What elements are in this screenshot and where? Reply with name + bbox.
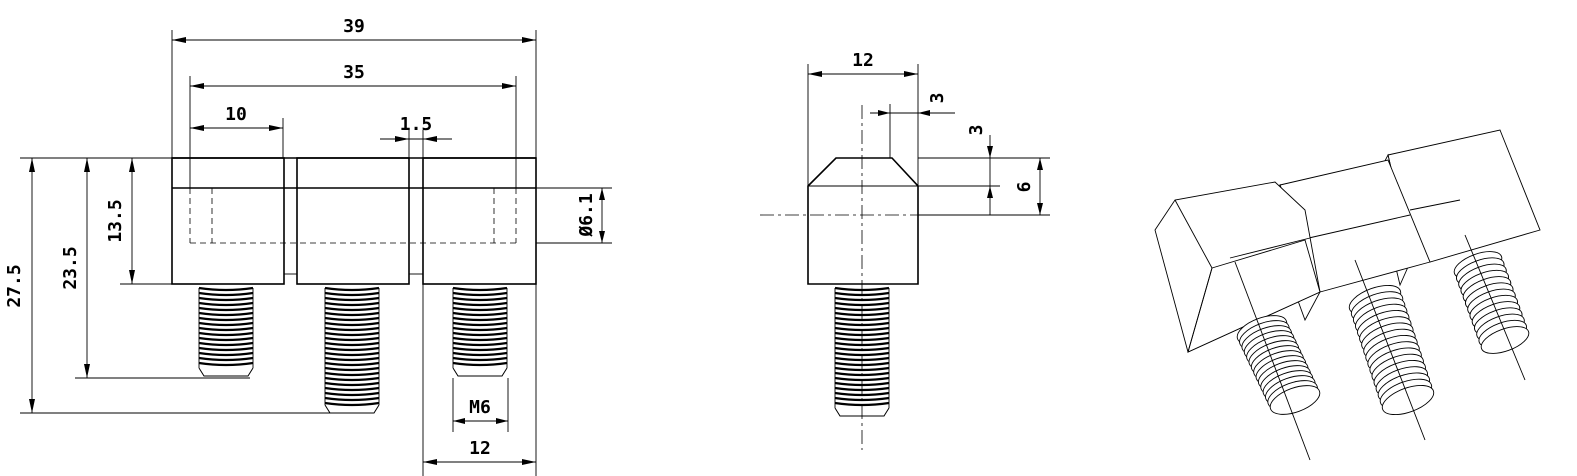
side-view: 12 3 3 6: [760, 50, 1050, 450]
side-profile: [807, 157, 919, 285]
dim-height-total: 27.5: [4, 264, 25, 307]
dim-side-width: 12: [852, 50, 874, 71]
dim-hole-span: 35: [343, 62, 365, 83]
dim-height-body: 13.5: [105, 199, 126, 242]
dim-segment-width: 10: [225, 104, 247, 125]
knuckle-left: [171, 157, 285, 285]
thread-middle: [324, 286, 380, 414]
knuckle-right: [422, 157, 537, 285]
thread-right: [452, 286, 508, 377]
dim-gap: 1.5: [400, 114, 433, 135]
isometric-view: [1154, 129, 1541, 461]
dim-pin-diameter: Ø6.1: [576, 193, 597, 237]
dim-overall-length: 39: [343, 16, 365, 37]
dim-thread: M6: [469, 397, 491, 418]
iso-threads: [1236, 251, 1530, 416]
dim-chamfer-x: 3: [927, 93, 948, 104]
dim-pin-offset: 6: [1014, 182, 1035, 193]
knuckle-middle: [296, 157, 410, 285]
front-view: 39 35 10 1.5 27.5 23.5 13.5: [4, 16, 612, 476]
dim-thread-block-width: 12: [469, 438, 491, 459]
dim-height-mid: 23.5: [60, 246, 81, 289]
dim-chamfer-y: 3: [966, 125, 987, 136]
side-thread: [834, 286, 890, 417]
thread-left: [198, 286, 254, 377]
